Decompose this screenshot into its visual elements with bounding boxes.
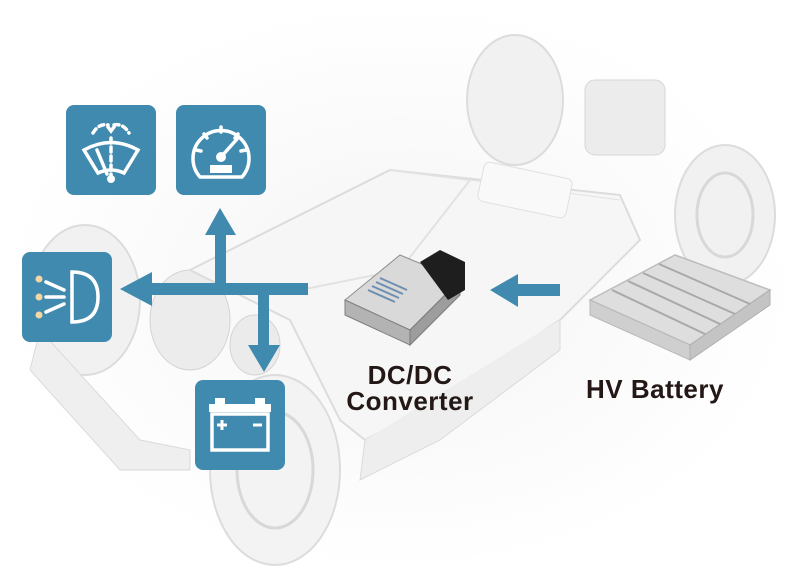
converter-label-line1: DC/DC — [367, 360, 453, 390]
flow-line-down — [258, 289, 269, 349]
converter-label-line2: Converter — [346, 386, 474, 416]
flow-line-horizontal — [145, 283, 308, 295]
battery-icon-box — [195, 380, 285, 470]
arrow-to-12v-battery — [248, 345, 280, 372]
hv-battery-label: HV Battery — [586, 374, 724, 404]
arrow-to-headlight — [120, 272, 152, 306]
car-battery-icon — [209, 398, 271, 452]
flow-line-hv — [510, 284, 560, 296]
wiper-icon-box — [66, 105, 156, 195]
arrow-to-converter — [490, 274, 518, 307]
headlight-icon — [35, 270, 100, 324]
speedometer-icon-box — [176, 105, 266, 195]
converter-label: DC/DC Converter — [335, 362, 485, 414]
windshield-wiper-icon — [81, 122, 141, 183]
speedometer-icon — [191, 125, 251, 179]
headlight-icon-box — [22, 252, 112, 342]
flow-line-up — [215, 230, 226, 290]
arrow-to-speedometer — [205, 208, 236, 235]
